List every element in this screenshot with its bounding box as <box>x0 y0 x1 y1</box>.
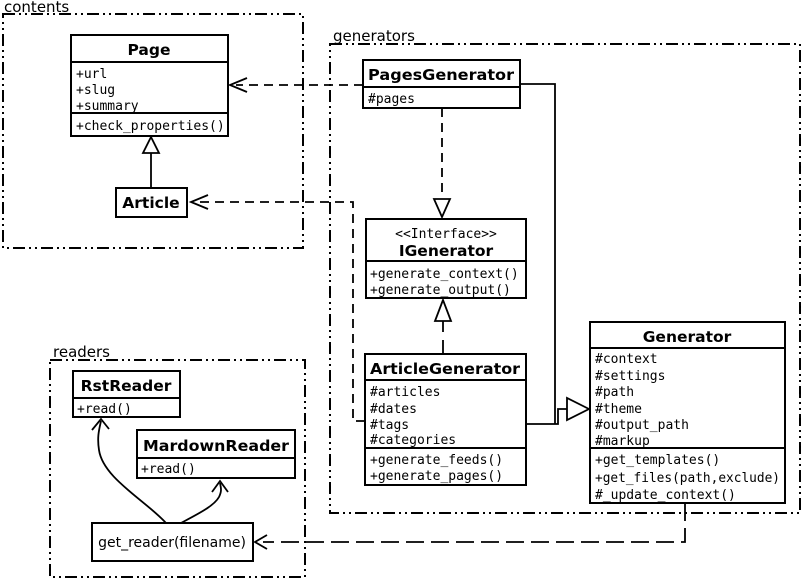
package-generators-label: generators <box>333 27 415 45</box>
method: +get_files(path,exclude) <box>595 471 780 486</box>
class-pagesgenerator-box <box>362 59 521 109</box>
hollow-triangle-icon <box>433 297 453 322</box>
method: +generate_feeds() <box>370 453 503 468</box>
attribute: +summary <box>76 99 139 114</box>
open-arrow-icon <box>253 534 268 550</box>
class-generator-box <box>589 321 786 504</box>
attribute: #tags <box>370 418 409 433</box>
class-igenerator-box <box>365 218 527 299</box>
attribute: #markup <box>595 434 650 449</box>
method: +read() <box>77 402 132 417</box>
class-generator: Generator #context #settings #path #them… <box>589 321 786 504</box>
attribute: #output_path <box>595 418 689 433</box>
node-getreader-label: get_reader(filename) <box>98 535 246 551</box>
edge-line-pagesgenerator <box>520 83 556 424</box>
package-generators: generators <box>329 27 801 514</box>
attribute: #dates <box>370 402 417 417</box>
attribute: #pages <box>368 92 415 107</box>
edge-curve <box>180 482 222 524</box>
class-rstreader-name: RstReader <box>81 377 172 395</box>
hollow-triangle-icon <box>141 134 161 154</box>
package-readers-label: readers <box>53 343 110 361</box>
arrow-getreader-to-rstreader <box>91 417 167 524</box>
open-arrow-icon <box>91 417 110 431</box>
class-generator-name: Generator <box>643 328 732 346</box>
edge-line <box>197 201 365 422</box>
attribute: #articles <box>370 385 440 400</box>
class-article-box <box>115 187 188 218</box>
dependency-pagesgenerator-to-page <box>227 77 363 93</box>
open-arrow-icon <box>227 77 248 93</box>
method: #_update_context() <box>595 488 736 503</box>
edge-line <box>263 503 686 543</box>
method: +generate_pages() <box>370 469 503 484</box>
open-arrow-icon <box>211 479 229 493</box>
hollow-triangle-icon <box>566 396 592 422</box>
class-page-name: Page <box>127 41 170 59</box>
attribute: #theme <box>595 402 642 417</box>
inheritance-article-to-page <box>141 134 161 188</box>
attribute: #context <box>595 352 658 367</box>
class-igenerator-stereotype: <<Interface>> <box>395 227 497 242</box>
dependency-generator-to-getreader <box>253 503 686 550</box>
relationships <box>91 77 686 550</box>
method: +read() <box>141 462 196 477</box>
method: +generate_context() <box>370 267 519 282</box>
class-rstreader: RstReader +read() <box>72 370 181 418</box>
class-articlegenerator-box <box>364 353 527 486</box>
class-articlegenerator-name: ArticleGenerator <box>370 360 520 378</box>
class-article: Article <box>115 187 188 218</box>
hollow-triangle-icon <box>432 198 452 220</box>
realization-pagesgenerator-to-igenerator <box>432 108 452 220</box>
class-rstreader-box <box>72 370 181 418</box>
arrow-getreader-to-mardownreader <box>180 479 229 524</box>
attribute: +url <box>76 67 107 82</box>
edge-line-articlegenerator <box>526 408 567 425</box>
class-mardownreader-box <box>136 429 296 479</box>
class-articlegenerator: ArticleGenerator #articles #dates #tags … <box>364 353 527 486</box>
node-getreader: get_reader(filename) <box>91 522 254 562</box>
class-igenerator-name: IGenerator <box>399 242 494 260</box>
class-pagesgenerator: PagesGenerator #pages <box>362 59 521 109</box>
class-page-box <box>70 34 229 137</box>
method: +get_templates() <box>595 453 720 468</box>
package-generators-border <box>329 43 801 514</box>
attribute: #path <box>595 385 634 400</box>
package-readers: readers <box>49 343 306 578</box>
package-readers-border <box>49 359 306 578</box>
class-pagesgenerator-name: PagesGenerator <box>368 66 514 84</box>
attribute: #categories <box>370 433 456 448</box>
realization-articlegenerator-to-igenerator <box>433 297 453 354</box>
class-mardownreader-name: MardownReader <box>143 437 289 455</box>
class-mardownreader: MardownReader +read() <box>136 429 296 479</box>
attribute: #settings <box>595 369 665 384</box>
inheritance-generators-to-generator <box>520 83 592 425</box>
class-page: Page +url +slug +summary +check_properti… <box>70 34 229 137</box>
attribute: +slug <box>76 83 115 98</box>
method: +check_properties() <box>76 119 225 134</box>
package-contents-label: contents <box>4 0 69 16</box>
class-article-name: Article <box>122 194 179 212</box>
node-getreader-box <box>91 522 254 562</box>
edge-curve <box>97 420 167 524</box>
package-contents: contents <box>2 0 304 249</box>
class-igenerator: <<Interface>> IGenerator +generate_conte… <box>365 218 527 299</box>
dependency-articlegenerator-to-article <box>188 194 365 422</box>
method: +generate_output() <box>370 283 511 298</box>
package-contents-border <box>2 13 304 249</box>
open-arrow-icon <box>188 194 209 210</box>
